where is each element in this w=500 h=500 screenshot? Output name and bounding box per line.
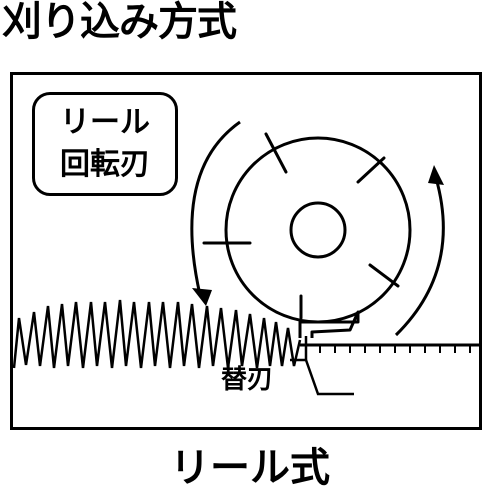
bed-knife	[298, 310, 360, 338]
ground-ruler-ticks	[319, 345, 471, 353]
reel-label-line2: 回転刃	[60, 147, 150, 182]
blade-leader-line-2	[304, 359, 354, 396]
blade-label: 替刃	[221, 365, 274, 395]
diagram-title: 刈り込み方式	[2, 0, 237, 45]
reel-blades	[202, 132, 400, 320]
reel-label-box: リール 回転刃	[32, 92, 178, 196]
grass	[12, 299, 302, 369]
rotation-arrowhead-left	[192, 288, 212, 306]
diagram-frame	[10, 72, 482, 430]
reel-label-line1: リール	[60, 105, 150, 140]
reel-hub	[289, 201, 347, 259]
rotation-arrowhead-right	[428, 165, 444, 185]
diagram-caption: リール式	[170, 445, 330, 491]
rotation-arrow-left	[190, 120, 241, 296]
rotation-arrow-right	[394, 177, 445, 337]
